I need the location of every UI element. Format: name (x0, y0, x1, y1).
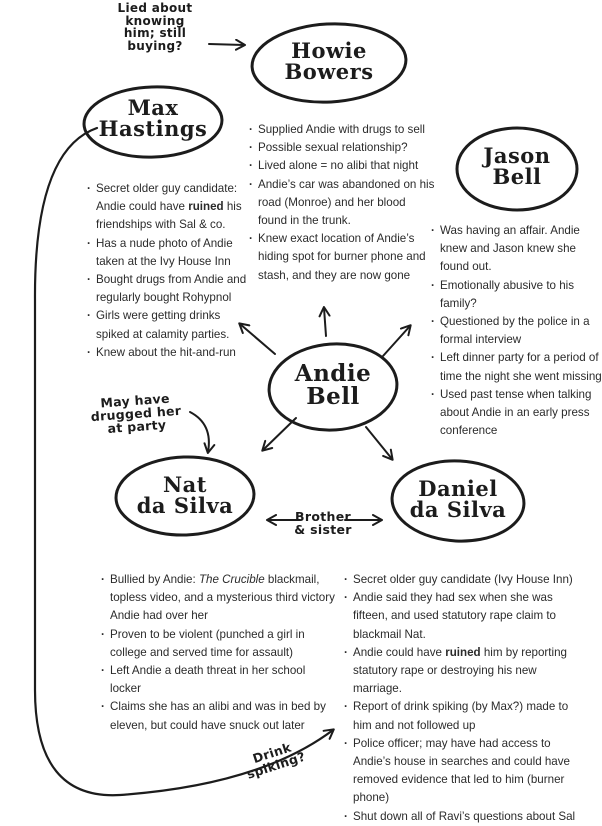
note-may-have-drugged: May have drugged her at party (75, 390, 197, 438)
andie-oval (267, 342, 399, 432)
node-max-hastings: Max Hastings (90, 97, 216, 139)
nat-oval (114, 455, 256, 537)
nat-fact: Bullied by Andie: The Crucible blackmail… (101, 571, 336, 626)
arrow-andie-to-daniel (365, 426, 394, 461)
jason-fact: Questioned by the police in a formal int… (431, 313, 602, 349)
daniel-fact: Secret older guy candidate (Ivy House In… (344, 571, 580, 589)
max-fact: Bought drugs from Andie and regularly bo… (87, 271, 249, 307)
howie-fact: Possible sexual relationship? (249, 139, 435, 157)
arrow-max-to-daniel-spiking (33, 126, 335, 797)
daniel-facts: Secret older guy candidate (Ivy House In… (344, 571, 580, 826)
jason-fact: Used past tense when talking about Andie… (431, 386, 602, 441)
jason-fact: Emotionally abusive to his family? (431, 277, 602, 313)
node-andie-line2: Bell (306, 383, 360, 410)
node-jason-line2: Bell (492, 164, 542, 189)
howie-fact: Lived alone = no alibi that night (249, 157, 435, 175)
note-lied-about: Lied about knowing him; still buying? (100, 2, 210, 52)
node-daniel-line1: Daniel (418, 476, 498, 501)
daniel-fact: Shut down all of Ravi’s questions about … (344, 808, 580, 826)
arrow-lied-to-howie (208, 38, 246, 51)
arrow-andie-to-jason (382, 324, 412, 357)
arrow-andie-to-nat (261, 417, 297, 452)
howie-fact: Supplied Andie with drugs to sell (249, 121, 435, 139)
jason-fact: Left dinner party for a period of time t… (431, 349, 602, 385)
node-howie-bowers: Howie Bowers (262, 40, 396, 82)
note-siblings-line1: Brother (295, 509, 351, 524)
note-lied-line3: him; still (123, 26, 187, 41)
node-andie-line1: Andie (294, 360, 372, 387)
jason-fact: Was having an affair. Andie knew and Jas… (431, 222, 602, 277)
jason-oval (455, 126, 579, 212)
node-andie-bell: Andie Bell (279, 362, 387, 408)
daniel-fact: Andie said they had sex when she was fif… (344, 589, 580, 644)
node-nat-line1: Nat (162, 472, 207, 497)
note-brother-sister: Brother & sister (280, 510, 366, 536)
max-fact: Knew about the hit-and-run (87, 344, 249, 362)
node-max-line2: Hastings (98, 116, 208, 141)
note-lied-line4: buying? (127, 38, 183, 53)
node-howie-line2: Bowers (284, 59, 374, 84)
max-oval (82, 85, 224, 159)
howie-fact: Andie’s car was abandoned on his road (M… (249, 176, 435, 231)
max-fact: Girls were getting drinks spiked at cala… (87, 307, 249, 343)
max-fact: Has a nude photo of Andie taken at the I… (87, 235, 249, 271)
node-daniel-da-silva: Daniel da Silva (398, 478, 518, 520)
node-nat-da-silva: Nat da Silva (122, 474, 248, 516)
daniel-fact: Police officer; may have had access to A… (344, 735, 580, 808)
max-fact: Secret older guy candidate: Andie could … (87, 180, 249, 235)
node-howie-line1: Howie (291, 38, 367, 63)
howie-facts: Supplied Andie with drugs to sell Possib… (249, 121, 435, 285)
node-jason-bell: Jason Bell (462, 145, 572, 187)
nat-fact: Left Andie a death threat in her school … (101, 662, 336, 698)
note-lied-line2: knowing (125, 13, 185, 28)
node-nat-line2: da Silva (136, 493, 234, 518)
daniel-oval (390, 459, 526, 543)
max-facts: Secret older guy candidate: Andie could … (87, 180, 249, 362)
howie-fact: Knew exact location of Andie’s hiding sp… (249, 230, 435, 285)
node-jason-line1: Jason (483, 143, 551, 168)
nat-fact: Claims she has an alibi and was in bed b… (101, 698, 336, 734)
note-lied-line1: Lied about (117, 1, 193, 15)
howie-oval (250, 22, 408, 104)
node-daniel-line2: da Silva (409, 497, 507, 522)
daniel-fact: Andie could have ruined him by reporting… (344, 644, 580, 699)
arrow-drugged-to-nat (189, 411, 216, 454)
jason-facts: Was having an affair. Andie knew and Jas… (431, 222, 602, 440)
note-siblings-line2: & sister (294, 522, 352, 538)
nat-facts: Bullied by Andie: The Crucible blackmail… (101, 571, 336, 735)
nat-fact: Proven to be violent (punched a girl in … (101, 626, 336, 662)
daniel-fact: Report of drink spiking (by Max?) made t… (344, 698, 580, 734)
arrow-andie-to-howie (318, 306, 331, 337)
node-max-line1: Max (127, 95, 179, 120)
